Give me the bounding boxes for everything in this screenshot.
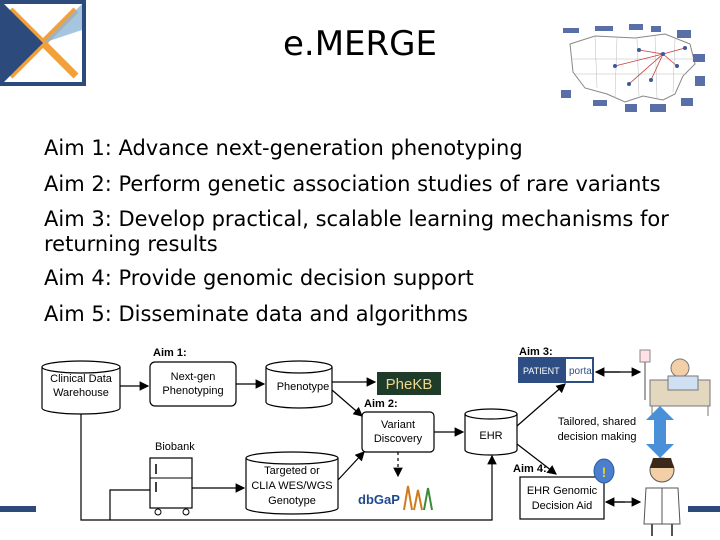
variant-discovery-node: Variant Discovery <box>361 411 435 453</box>
ngp-line1: Next-gen <box>171 371 216 383</box>
aim1-label: Aim 1: <box>153 347 187 359</box>
emerge-workflow-diagram: Aim 1: Aim 2: Aim 3: Aim 4: Clinical Dat… <box>41 346 711 536</box>
vd-line1: Variant <box>381 419 415 431</box>
biobank-label: Biobank <box>155 441 195 453</box>
vd-line2: Discovery <box>374 433 423 445</box>
network-map-image <box>561 24 705 112</box>
tailored-line2: decision making <box>558 431 637 443</box>
vertical-double-arrow-icon <box>646 406 674 458</box>
aim-2: Aim 2: Perform genetic association studi… <box>44 171 661 196</box>
dbgap-text: dbGaP <box>358 492 400 507</box>
aim-5: Aim 5: Disseminate data and algorithms <box>44 301 468 326</box>
patient-bed-icon <box>639 349 711 416</box>
phenotype-node: Phenotype <box>265 360 333 409</box>
patient-portal-text-b: portal <box>569 366 594 377</box>
cdw-line1: Clinical Data <box>50 373 113 385</box>
ngp-line2: Phenotyping <box>162 385 223 397</box>
tg-line3: Genotype <box>268 495 316 507</box>
tailored-line1: Tailored, shared <box>558 416 636 428</box>
aim-4: Aim 4: Provide genomic decision support <box>44 266 474 290</box>
aim4-label: Aim 4: <box>513 463 547 475</box>
cdw-line2: Warehouse <box>53 387 109 399</box>
next-gen-phenotyping-node: Next-gen Phenotyping <box>149 361 237 407</box>
patient-portal-text-a: PATIENT <box>523 366 560 376</box>
aim-3: Aim 3: Develop practical, scalable learn… <box>44 207 669 256</box>
doctor-icon <box>643 457 681 536</box>
ehr-node: EHR <box>464 408 518 456</box>
ehr-genomic-decision-aid-node: EHR Genomic Decision Aid <box>519 476 605 520</box>
patient-portal-logo: PATIENT portal <box>518 357 594 383</box>
phenotype-label: Phenotype <box>277 381 330 393</box>
egda-line1: EHR Genomic <box>527 485 598 497</box>
aim2-label: Aim 2: <box>364 398 398 410</box>
slide-title: e.MERGE <box>283 24 437 64</box>
tg-line1: Targeted or <box>264 465 320 477</box>
alert-icon: ! <box>593 458 615 484</box>
phekb-text: PheKB <box>386 376 433 393</box>
targeted-genotype-node: Targeted or CLIA WES/WGS Genotype <box>245 451 339 515</box>
tg-line2: CLIA WES/WGS <box>251 480 332 492</box>
aim3-label: Aim 3: <box>519 346 553 358</box>
aims-list: Aim 1: Advance next-generation phenotypi… <box>44 131 684 332</box>
ehr-label: EHR <box>479 430 502 442</box>
biobank-freezer <box>149 457 193 516</box>
egda-line2: Decision Aid <box>532 500 593 512</box>
clinical-data-warehouse-node: Clinical Data Warehouse <box>41 360 121 415</box>
aim-1: Aim 1: Advance next-generation phenotypi… <box>44 136 523 160</box>
dbgap-logo: dbGaP <box>358 485 433 511</box>
emerge-logo <box>0 0 86 86</box>
footer-bar-right <box>688 506 720 512</box>
alert-text: ! <box>602 464 607 480</box>
phekb-logo: PheKB <box>377 372 441 395</box>
footer-bar-left <box>0 506 36 512</box>
